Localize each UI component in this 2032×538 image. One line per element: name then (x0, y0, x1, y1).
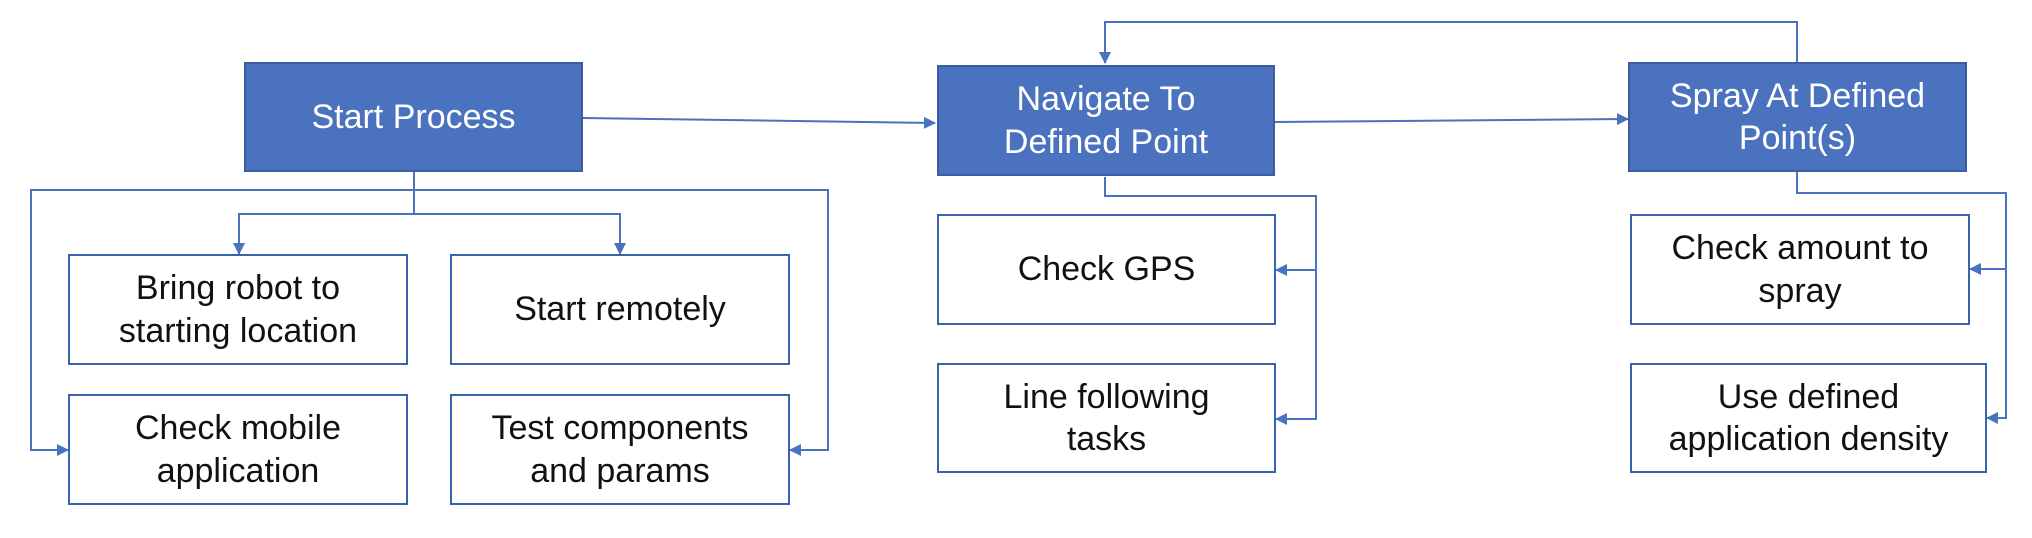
start-remotely-node: Start remotely (450, 254, 790, 365)
use-density-label: Use defined application density (1668, 377, 1949, 459)
connector-to-test-components (414, 189, 829, 456)
spray-node: Spray At Defined Point(s) (1628, 62, 1967, 172)
use-density-node: Use defined application density (1630, 363, 1987, 473)
navigate-label: Navigate To Defined Point (1003, 80, 1209, 161)
connector-start-to-navigate (582, 116, 936, 129)
bring-robot-label: Bring robot to starting location (118, 269, 358, 350)
start-process-node: Start Process (244, 62, 583, 172)
check-gps-label: Check GPS (1017, 250, 1196, 289)
check-mobile-node: Check mobile application (68, 394, 408, 505)
connector-navigate-to-spray (1273, 113, 1629, 126)
check-gps-node: Check GPS (937, 214, 1276, 325)
start-process-label: Start Process (311, 97, 516, 136)
test-components-label: Test components and params (491, 409, 749, 490)
line-following-node: Line following tasks (937, 363, 1276, 473)
line-following-label: Line following tasks (1003, 377, 1210, 459)
bring-robot-node: Bring robot to starting location (68, 254, 408, 365)
start-remotely-label: Start remotely (514, 290, 726, 329)
check-amount-node: Check amount to spray (1630, 214, 1970, 325)
connector-to-bring-robot (233, 213, 414, 255)
connector-to-start-remotely (414, 213, 626, 255)
check-amount-label: Check amount to spray (1671, 229, 1929, 310)
connector-to-check-mobile (30, 189, 414, 456)
connector-spray-loop-to-navigate (1099, 21, 1798, 64)
connector-to-line-following (1275, 196, 1317, 425)
navigate-node: Navigate To Defined Point (937, 65, 1275, 176)
test-components-node: Test components and params (450, 394, 790, 505)
connector-to-use-density (1986, 193, 2007, 424)
check-mobile-label: Check mobile application (135, 409, 341, 490)
spray-label: Spray At Defined Point(s) (1669, 76, 1926, 158)
